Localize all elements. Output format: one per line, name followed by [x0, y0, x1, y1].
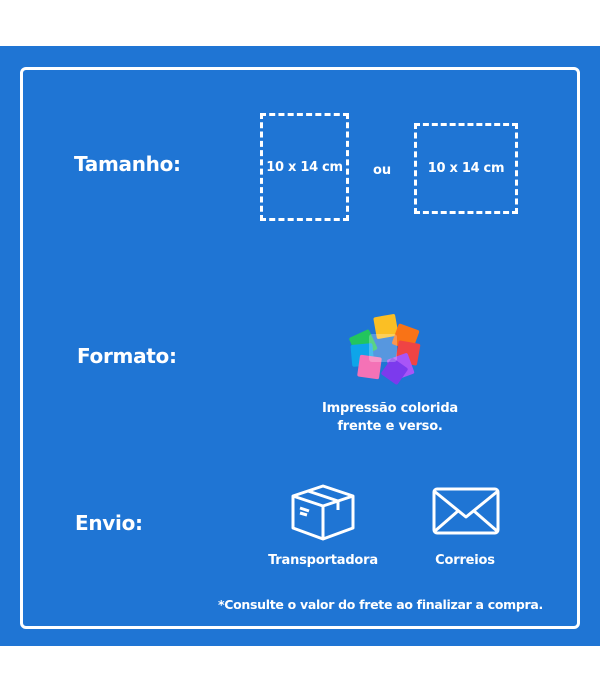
format-label: Formato:	[77, 344, 177, 368]
size-option-portrait-text: 10 x 14 cm	[266, 159, 343, 175]
format-caption-line-1: Impressão colorida	[322, 401, 458, 416]
shipping-option-mail: Correios	[435, 553, 495, 568]
info-panel: Tamanho: 10 x 14 cm ou 10 x 14 cm Format…	[0, 46, 600, 646]
size-option-landscape-text: 10 x 14 cm	[427, 161, 505, 176]
size-option-portrait: 10 x 14 cm	[260, 113, 349, 221]
size-separator: ou	[373, 163, 392, 178]
shipping-label: Envio:	[75, 511, 143, 535]
format-caption: Impressão colorida frente e verso.	[300, 400, 480, 436]
box-icon	[291, 484, 355, 541]
size-label: Tamanho:	[74, 152, 181, 176]
size-option-landscape: 10 x 14 cm	[414, 123, 518, 214]
shipping-option-carrier: Transportadora	[268, 553, 378, 568]
color-palette-icon	[349, 314, 421, 385]
shipping-note: *Consulte o valor do frete ao finalizar …	[218, 597, 543, 612]
content-frame	[20, 67, 580, 629]
envelope-icon	[432, 487, 500, 535]
format-caption-line-2: frente e verso.	[337, 419, 443, 434]
